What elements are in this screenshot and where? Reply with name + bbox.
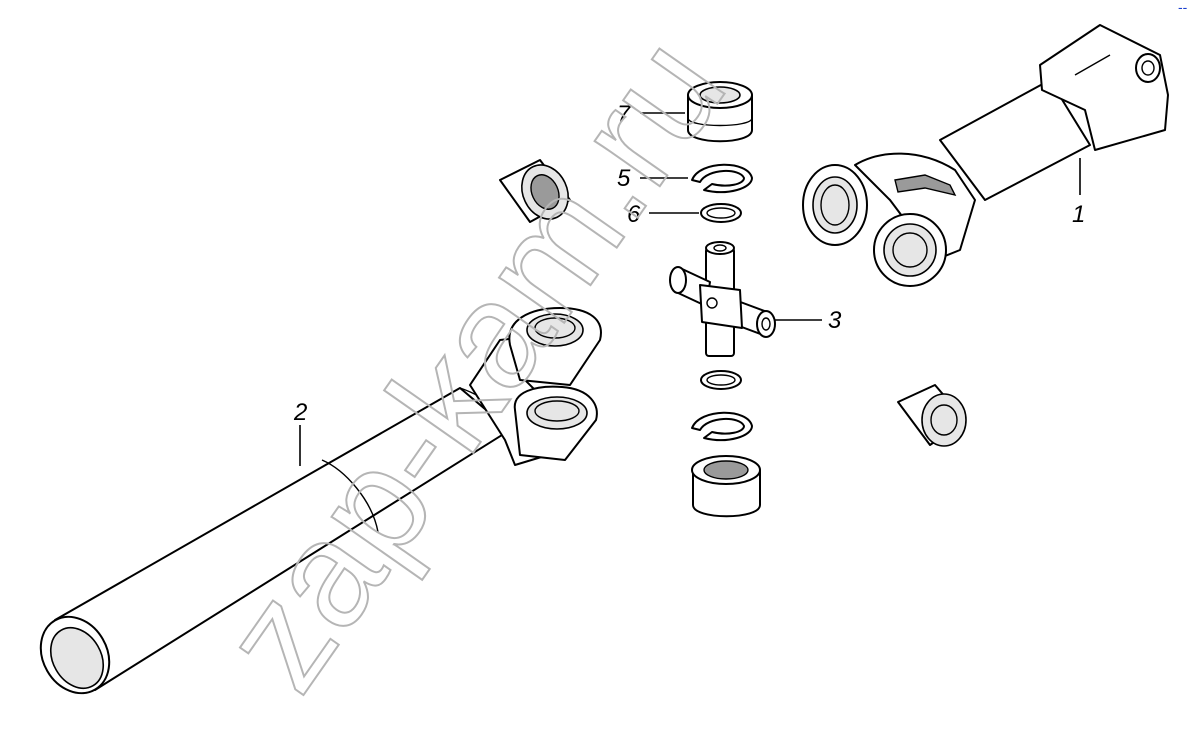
callout-label-2: 2 [293,399,307,426]
snap-ring-lower [691,411,753,442]
callout-label-1: 1 [1072,201,1085,228]
needle-bearing-right [897,384,967,447]
needle-bearing-bottom [691,455,761,518]
o-ring-lower [700,370,742,390]
leader-lines [299,112,1081,466]
callout-label-6: 6 [627,201,641,228]
shaft-fork-part-1 [802,24,1169,287]
callout-label-7: 7 [617,101,632,128]
o-ring-part-6 [700,203,742,223]
callout-label-3: 3 [828,307,842,334]
corner-mark: -- [1178,0,1188,15]
callout-label-5: 5 [617,165,631,192]
bearing-seal-part-7 [687,81,753,143]
snap-ring-part-5 [691,163,753,194]
watermark: zap-kam.ru [188,6,758,719]
watermark-text: zap-kam.ru [189,7,757,718]
universal-joint-cross-part-3 [669,241,776,357]
shaft-tube-part-2 [39,307,602,695]
needle-bearing-top-left [499,159,571,223]
